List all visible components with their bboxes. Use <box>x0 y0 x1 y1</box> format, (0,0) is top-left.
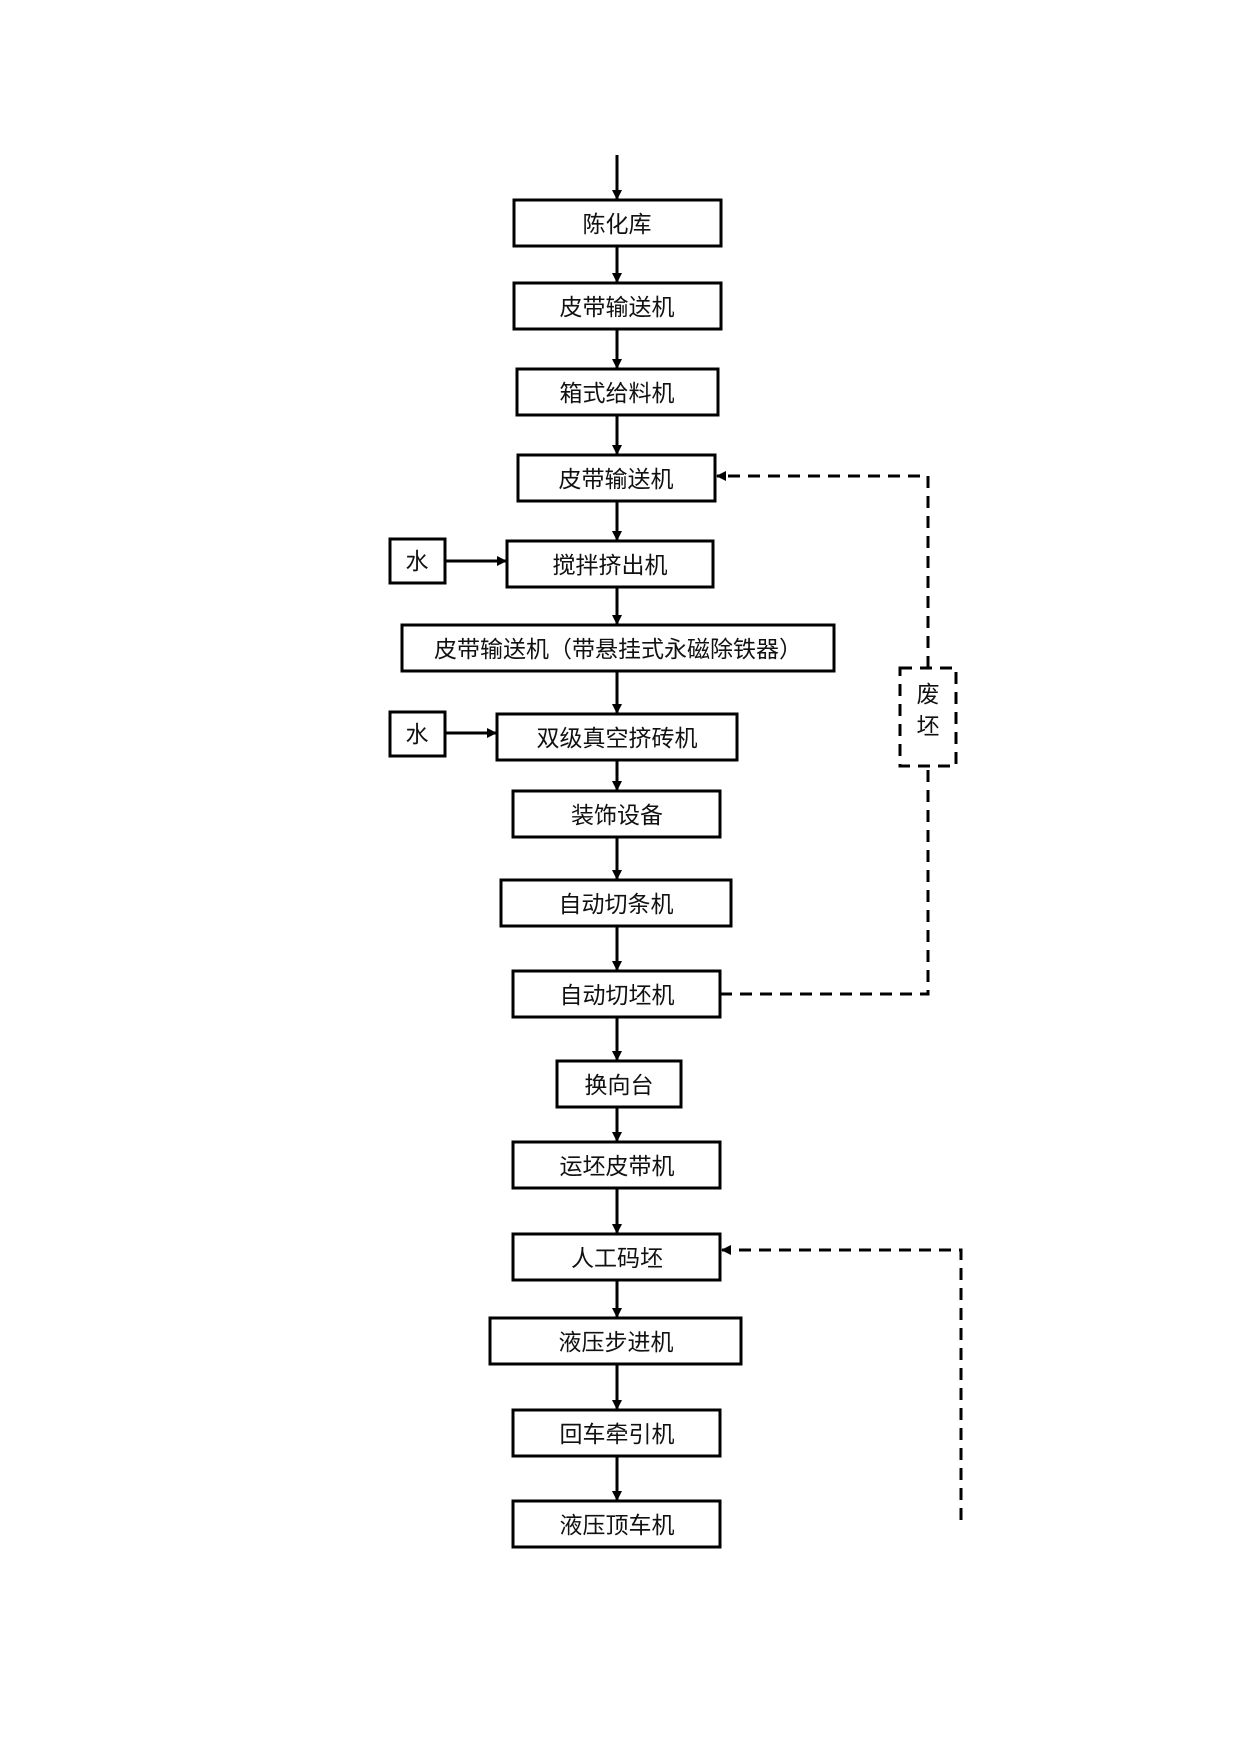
flow-step-label: 箱式给料机 <box>560 381 675 407</box>
water-input-box <box>388 537 447 585</box>
flow-step-label: 自动切条机 <box>559 892 674 918</box>
waste-label-char: 坯 <box>917 714 940 740</box>
return-line <box>721 1245 963 1520</box>
flow-step-label: 装饰设备 <box>571 803 663 829</box>
flow-step-box <box>511 1499 722 1549</box>
flow-step-label: 换向台 <box>585 1073 654 1099</box>
flow-step-box <box>488 1316 743 1366</box>
flow-step-label: 人工码坯 <box>571 1246 663 1272</box>
flow-step-label: 自动切坯机 <box>560 983 675 1009</box>
flow-step-label: 双级真空挤砖机 <box>537 726 698 752</box>
flow-step-box <box>516 453 717 503</box>
flow-step-label: 陈化库 <box>583 212 652 238</box>
waste-box <box>898 666 958 768</box>
waste-loop-group <box>716 471 958 996</box>
flow-step-box <box>511 1140 722 1190</box>
flow-step-box-group <box>400 198 836 1549</box>
flow-step-label: 回车牵引机 <box>560 1422 675 1448</box>
water-input-label: 水 <box>406 722 429 748</box>
flow-step-box <box>555 1059 683 1109</box>
flow-step-label: 运坯皮带机 <box>560 1154 675 1180</box>
flow-step-label: 液压步进机 <box>559 1330 674 1356</box>
water-input-group: 水 水 <box>388 537 507 758</box>
waste-return-line-top <box>716 471 930 668</box>
flow-step-label: 皮带输送机 <box>560 295 675 321</box>
flow-step-label: 液压顶车机 <box>560 1513 675 1539</box>
waste-label-char: 废 <box>917 682 940 708</box>
return-loop-group <box>721 1245 963 1520</box>
flow-step-label: 皮带输送机 <box>559 467 674 493</box>
waste-return-line-bottom <box>720 766 930 996</box>
flow-step-box <box>511 969 722 1019</box>
flow-step-label-group: 陈化库 皮带输送机 箱式给料机 皮带输送机 搅拌挤出机 皮带输送机（带悬挂式永磁… <box>434 212 802 1539</box>
waste-label-group: 废 坯 <box>917 682 940 740</box>
flow-step-box <box>400 623 836 673</box>
flow-step-label: 搅拌挤出机 <box>553 553 668 579</box>
water-input-label: 水 <box>406 549 429 575</box>
flow-step-box <box>505 539 715 589</box>
flow-step-label: 皮带输送机（带悬挂式永磁除铁器） <box>434 637 802 663</box>
flow-step-box <box>511 789 722 839</box>
